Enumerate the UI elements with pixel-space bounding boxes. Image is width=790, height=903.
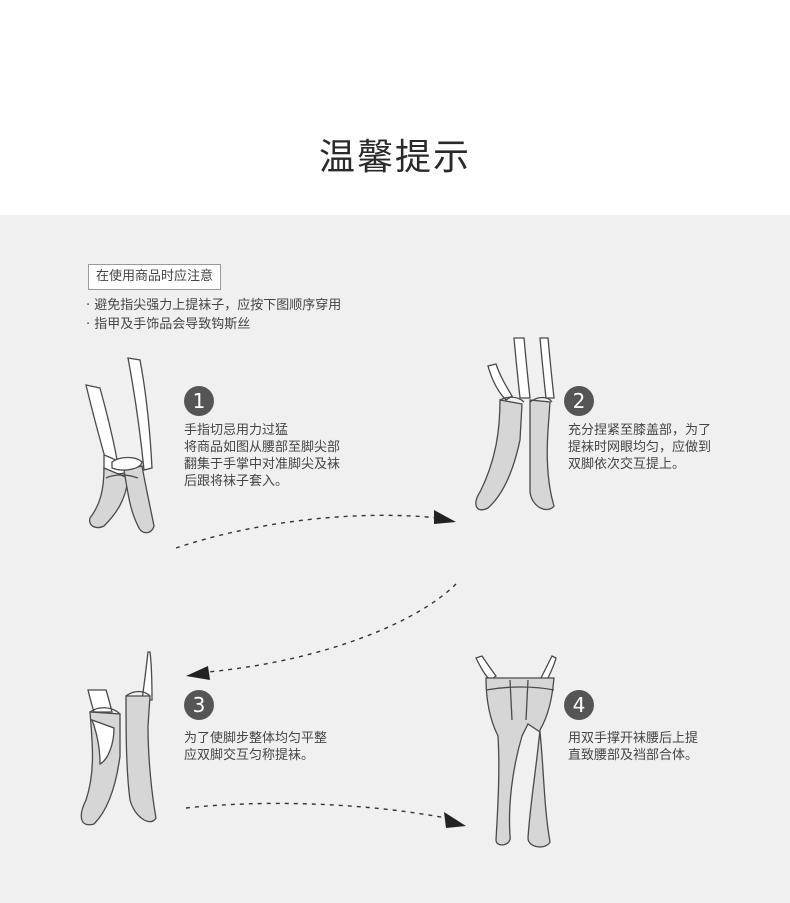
full-pantyhose-on-legs xyxy=(476,656,556,847)
arrowhead-icon xyxy=(434,510,456,524)
arrowhead-icon xyxy=(186,666,210,680)
step-line: 应双脚交互匀称提袜。 xyxy=(184,747,327,764)
step-2-text: 充分捏紧至膝盖部，为了 提袜时网眼均匀，应做到 双脚依次交互提上。 xyxy=(568,422,711,473)
step-line: 手指切忌用力过猛 xyxy=(184,422,340,439)
flow-arrow-3-to-4 xyxy=(186,803,446,818)
step-line: 直致腰部及裆部合体。 xyxy=(568,747,698,764)
step-line: 双脚依次交互提上。 xyxy=(568,456,711,473)
step-line: 翻集于手掌中对准脚尖及袜 xyxy=(184,456,340,473)
step-3-badge: 3 xyxy=(184,690,214,720)
step-1-badge: 1 xyxy=(184,386,214,416)
arrowhead-icon xyxy=(444,812,466,828)
step-1-text: 手指切忌用力过猛 将商品如图从腰部至脚尖部 翻集于手掌中对准脚尖及袜 后跟将袜子… xyxy=(184,422,340,490)
step-line: 充分捏紧至膝盖部，为了 xyxy=(568,422,711,439)
step-line: 用双手撑开袜腰后上提 xyxy=(568,730,698,747)
step-line: 为了使脚步整体均匀平整 xyxy=(184,730,327,747)
step-4-badge: 4 xyxy=(564,690,594,720)
flow-arrow-1-to-2 xyxy=(176,515,438,548)
flow-arrow-2-to-3 xyxy=(208,584,456,672)
step-3-text: 为了使脚步整体均匀平整 应双脚交互匀称提袜。 xyxy=(184,730,327,764)
step-line: 提袜时网眼均匀，应做到 xyxy=(568,439,711,456)
step-line: 将商品如图从腰部至脚尖部 xyxy=(184,439,340,456)
step-4-text: 用双手撑开袜腰后上提 直致腰部及裆部合体。 xyxy=(568,730,698,764)
stockings-pulled-up-legs xyxy=(81,652,156,825)
feet-with-gathered-stocking xyxy=(86,358,154,533)
stockings-pulled-to-knees xyxy=(476,338,554,510)
step-2-badge: 2 xyxy=(564,386,594,416)
step-line: 后跟将袜子套入。 xyxy=(184,473,340,490)
